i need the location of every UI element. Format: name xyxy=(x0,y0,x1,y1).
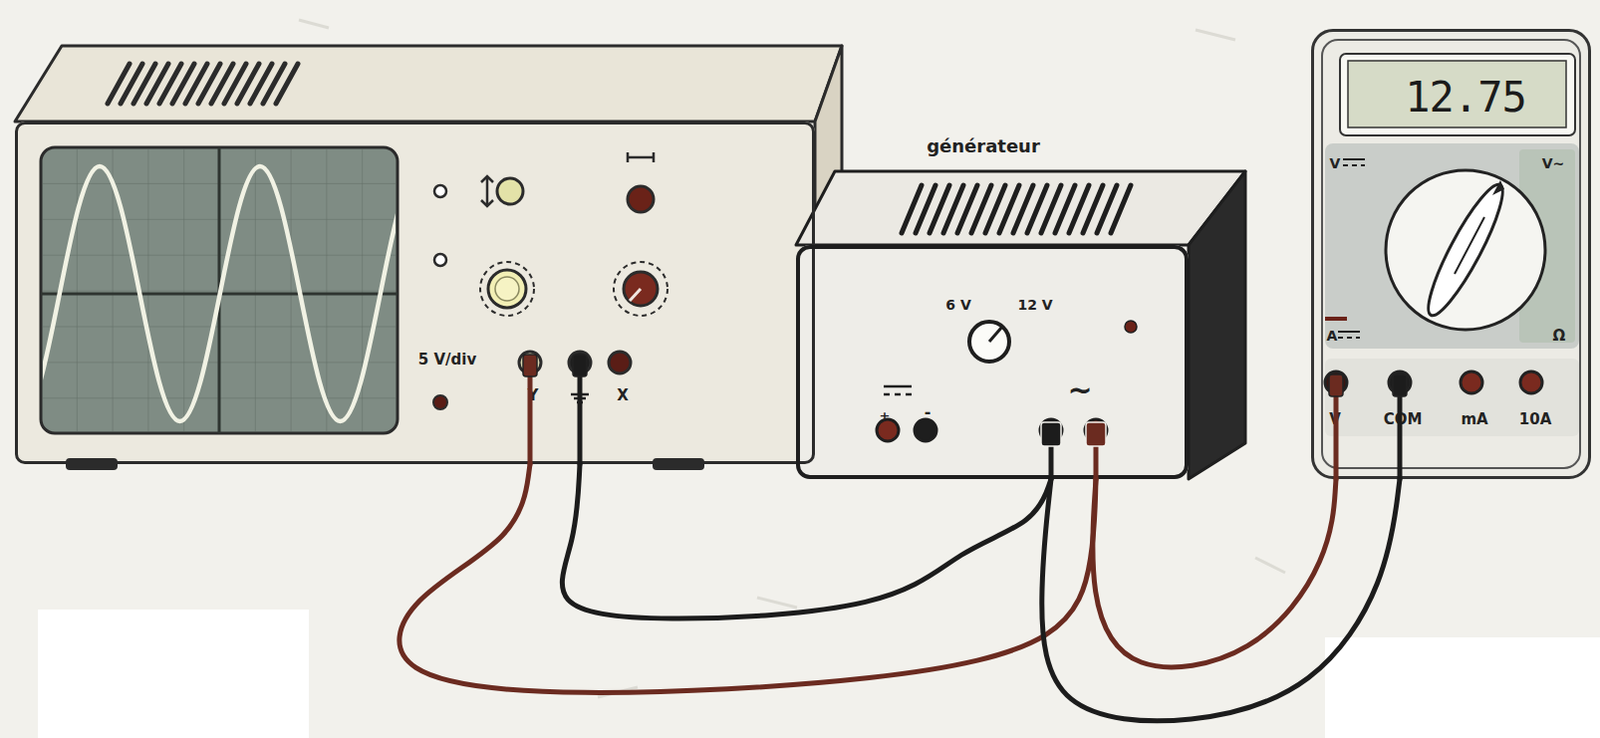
knob-mark xyxy=(629,288,641,301)
generator-top xyxy=(796,171,1246,246)
terminal-plus xyxy=(876,419,899,442)
wire-stub xyxy=(1093,430,1099,480)
range-label: 12 V xyxy=(1017,297,1053,312)
terminal-ma xyxy=(1460,371,1483,394)
device-label: générateur xyxy=(926,137,1041,156)
stacked-plug xyxy=(1085,422,1106,447)
wire xyxy=(399,464,1096,693)
scale-label: 5 V/div xyxy=(418,352,477,368)
generator-side xyxy=(1188,171,1246,480)
terminal-minus xyxy=(914,419,937,442)
ac-symbol: ~ xyxy=(1066,375,1092,406)
plug xyxy=(1392,374,1407,397)
wire-stub xyxy=(1397,382,1403,480)
plug xyxy=(572,354,587,377)
terminal-label: Y xyxy=(528,388,539,404)
connectors xyxy=(399,464,1400,722)
knob-cap xyxy=(495,276,520,301)
indicator xyxy=(434,254,447,267)
range-label: V~ xyxy=(1542,156,1566,171)
display-frame xyxy=(1339,53,1576,136)
terminal-label: X xyxy=(616,388,629,404)
knob xyxy=(627,186,654,213)
lcd-display xyxy=(1347,60,1567,128)
stacked-plug xyxy=(1041,422,1062,447)
polarity-label: + xyxy=(879,409,891,423)
dc-symbol xyxy=(1337,331,1360,338)
rotary-dial xyxy=(1385,170,1546,330)
indicator xyxy=(434,185,447,198)
generator-front xyxy=(796,245,1189,480)
oscilloscope-top xyxy=(14,45,842,122)
wire-stub xyxy=(1333,382,1339,480)
knob xyxy=(497,178,524,205)
polarity-label: - xyxy=(924,404,932,421)
multimeter-body: 12.75V V~ A Ω V COM mA 10A xyxy=(1311,28,1592,480)
wire xyxy=(1092,479,1336,668)
knob xyxy=(623,271,658,306)
terminal-ground xyxy=(568,351,591,374)
terminal-com xyxy=(1388,371,1411,394)
plug xyxy=(1329,374,1343,397)
terminal-x xyxy=(608,351,631,374)
knob-scale xyxy=(480,262,534,316)
blank-patch xyxy=(1325,637,1600,738)
range-label: Ω xyxy=(1553,328,1567,344)
display-reading: 12.75 xyxy=(1404,76,1526,119)
range-label: 6 V xyxy=(945,297,971,312)
terminal-10a xyxy=(1520,371,1543,394)
wire-stub xyxy=(528,362,534,465)
multimeter-front xyxy=(1311,28,1592,480)
terminal-ac xyxy=(1040,419,1063,442)
terminal-label: COM xyxy=(1383,412,1423,428)
wire xyxy=(1042,479,1400,722)
vent-slots xyxy=(107,63,298,104)
wire-stub xyxy=(1049,430,1055,480)
knob-scale xyxy=(613,262,668,316)
terminal-y xyxy=(519,351,541,374)
vent-slots xyxy=(901,185,1131,234)
generator-panel: générateur6 V12 V+-~ xyxy=(796,245,1189,480)
dc-symbol xyxy=(883,386,912,395)
blank-patch xyxy=(37,609,309,738)
foot xyxy=(65,458,118,471)
terminal-label: mA xyxy=(1460,412,1488,428)
knob xyxy=(488,269,527,308)
sine-trace xyxy=(42,166,396,422)
range-mark xyxy=(1325,316,1347,321)
plug xyxy=(523,354,537,377)
foot xyxy=(652,458,705,471)
vertical-position-symbol xyxy=(481,176,494,207)
knob-mark xyxy=(989,326,1003,342)
ground-symbol xyxy=(570,384,589,403)
dial-panel xyxy=(1325,143,1580,349)
oscilloscope-front xyxy=(14,121,815,465)
terminal-ac xyxy=(1084,419,1107,442)
selector-knob xyxy=(969,321,1010,362)
pointer-ridge xyxy=(1454,217,1485,274)
multimeter-bezel xyxy=(1322,39,1581,469)
terminal-panel xyxy=(1325,358,1580,437)
terminal-label: V xyxy=(1329,412,1341,428)
oscilloscope-panel: 5 V/divY X xyxy=(14,121,815,465)
range-label: V xyxy=(1330,156,1341,171)
terminal-label: 10A xyxy=(1519,412,1552,428)
indicator xyxy=(433,395,448,410)
wire xyxy=(561,464,1052,619)
terminal-v xyxy=(1325,371,1347,394)
horizontal-position-symbol xyxy=(627,152,654,163)
wire-stub xyxy=(577,362,583,465)
dial-pointer xyxy=(1417,178,1514,323)
pointer-tip xyxy=(1492,180,1505,196)
dc-symbol xyxy=(1342,159,1365,166)
range-label: A xyxy=(1327,328,1338,343)
power-led xyxy=(1124,320,1137,333)
